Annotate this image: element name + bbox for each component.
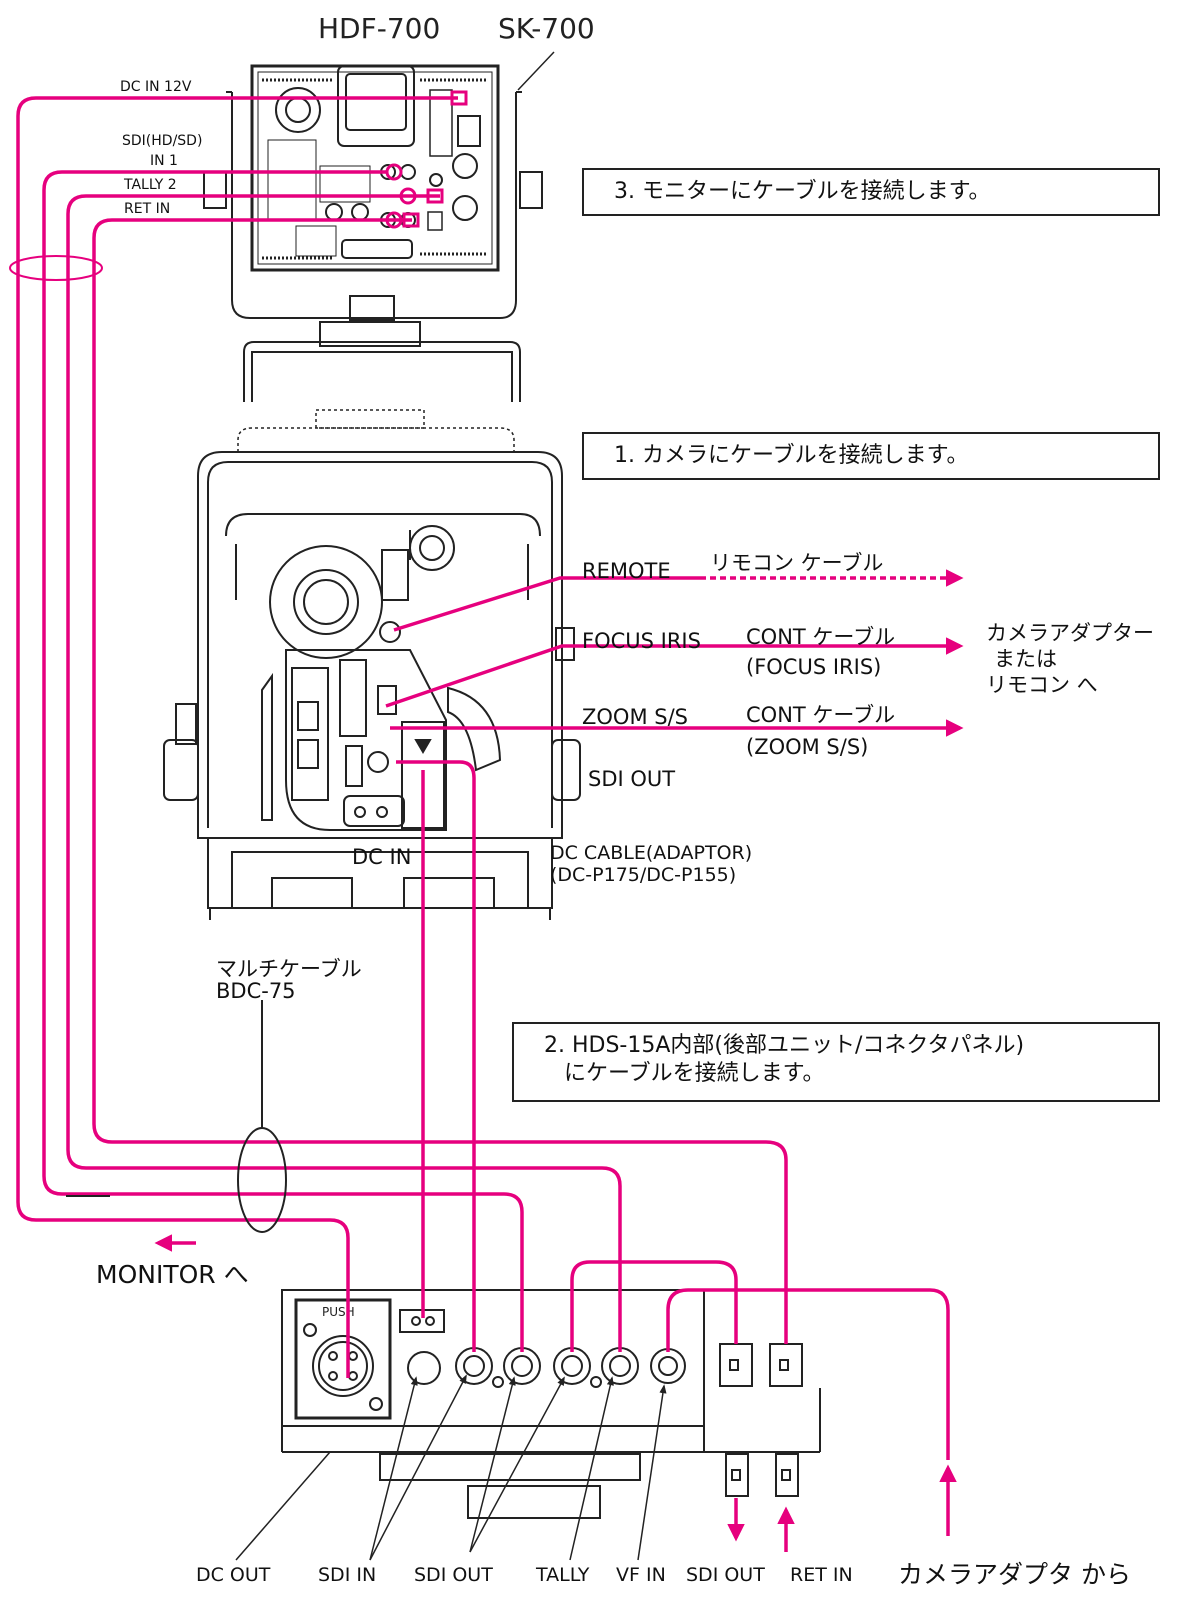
cable-dc-in-12v: [16, 96, 458, 1378]
multi-cable-ring: [66, 1000, 287, 1233]
destination-line2: または: [994, 647, 1057, 671]
dc-cable-label-2: (DC-P175/DC-P155): [550, 864, 737, 886]
step1-text: 1. カメラにケーブルを接続します。: [614, 443, 969, 468]
monitor-sdi-label-1: SDI(HD/SD): [122, 133, 203, 149]
cont-cable-1-label: CONT ケーブル: [746, 625, 896, 649]
cable-vf-in-loop: [666, 1288, 950, 1460]
step3-box: 3. モニターにケーブルを接続します。: [582, 168, 1160, 216]
cont-cable-1-sub: (FOCUS IRIS): [746, 655, 882, 679]
step2-box: 2. HDS-15A内部(後部ユニット/コネクタパネル) にケーブルを接続します…: [512, 1022, 1160, 1102]
camera-housing-drawing: [163, 321, 581, 920]
dc-in-label: DC IN: [352, 845, 412, 869]
monitor-ret-in-label: RET IN: [124, 201, 171, 217]
remote-label: REMOTE: [582, 559, 671, 583]
panel-sdi-in-label: SDI IN: [318, 1564, 377, 1586]
panel-sdi-out-label: SDI OUT: [414, 1564, 493, 1586]
monitor-model-title: HDF-700: [318, 12, 440, 45]
monitor-port-markers: [385, 90, 468, 229]
remote-cable-label: リモコン ケーブル: [710, 551, 884, 575]
multi-cable-model: BDC-75: [216, 979, 296, 1003]
destination-line3: リモコン へ: [986, 673, 1098, 697]
from-adapter-label: カメラアダプタ から: [898, 1560, 1131, 1589]
monitor-dc-in-label: DC IN 12V: [120, 79, 192, 95]
cable-sdi-out-loop: [570, 1260, 738, 1352]
panel-sdi-out-2-label: SDI OUT: [686, 1564, 765, 1586]
step2-line2: にケーブルを接続します。: [564, 1060, 825, 1086]
cable-ret-in: [92, 218, 788, 1344]
cable-sdi-out: [396, 760, 476, 1352]
dc-cable-label-1: DC CABLE(ADAPTOR): [550, 842, 753, 864]
monitor-destination-label: MONITOR へ: [96, 1260, 249, 1289]
connector-panel-drawing: PUSH: [281, 1289, 821, 1519]
panel-tally-label: TALLY: [536, 1564, 590, 1586]
panel-ret-in-label: RET IN: [790, 1564, 853, 1586]
bundle-rings: [9, 255, 103, 281]
cable-remote: [393, 576, 700, 632]
cont-cable-2-sub: (ZOOM S/S): [746, 735, 869, 759]
monitor-sdi-label-2: IN 1: [150, 153, 178, 169]
panel-dc-out-label: DC OUT: [196, 1564, 271, 1586]
monitor-drawing: [203, 64, 543, 321]
cont-cable-2-label: CONT ケーブル: [746, 703, 896, 727]
focus-iris-label: FOCUS IRIS: [582, 629, 701, 653]
sdi-out-label: SDI OUT: [588, 767, 676, 791]
step3-text: 3. モニターにケーブルを接続します。: [614, 179, 991, 204]
stand-model-title: SK-700: [498, 12, 595, 45]
zoom-label: ZOOM S/S: [582, 705, 688, 729]
cable-routes: [16, 96, 964, 1552]
destination-line1: カメラアダプター: [986, 621, 1154, 645]
panel-vf-in-label: VF IN: [616, 1564, 666, 1586]
step1-box: 1. カメラにケーブルを接続します。: [582, 432, 1160, 480]
multi-cable-name: マルチケーブル: [216, 957, 362, 981]
leader-lines: [235, 51, 667, 1561]
cable-sdi-in1: [42, 170, 524, 1352]
monitor-tally-label: TALLY 2: [124, 177, 177, 193]
step2-line1: 2. HDS-15A内部(後部ユニット/コネクタパネル): [544, 1033, 1025, 1058]
push-label: PUSH: [322, 1305, 355, 1319]
cable-focus-iris: [385, 637, 964, 708]
cable-tally-2: [66, 194, 622, 1352]
